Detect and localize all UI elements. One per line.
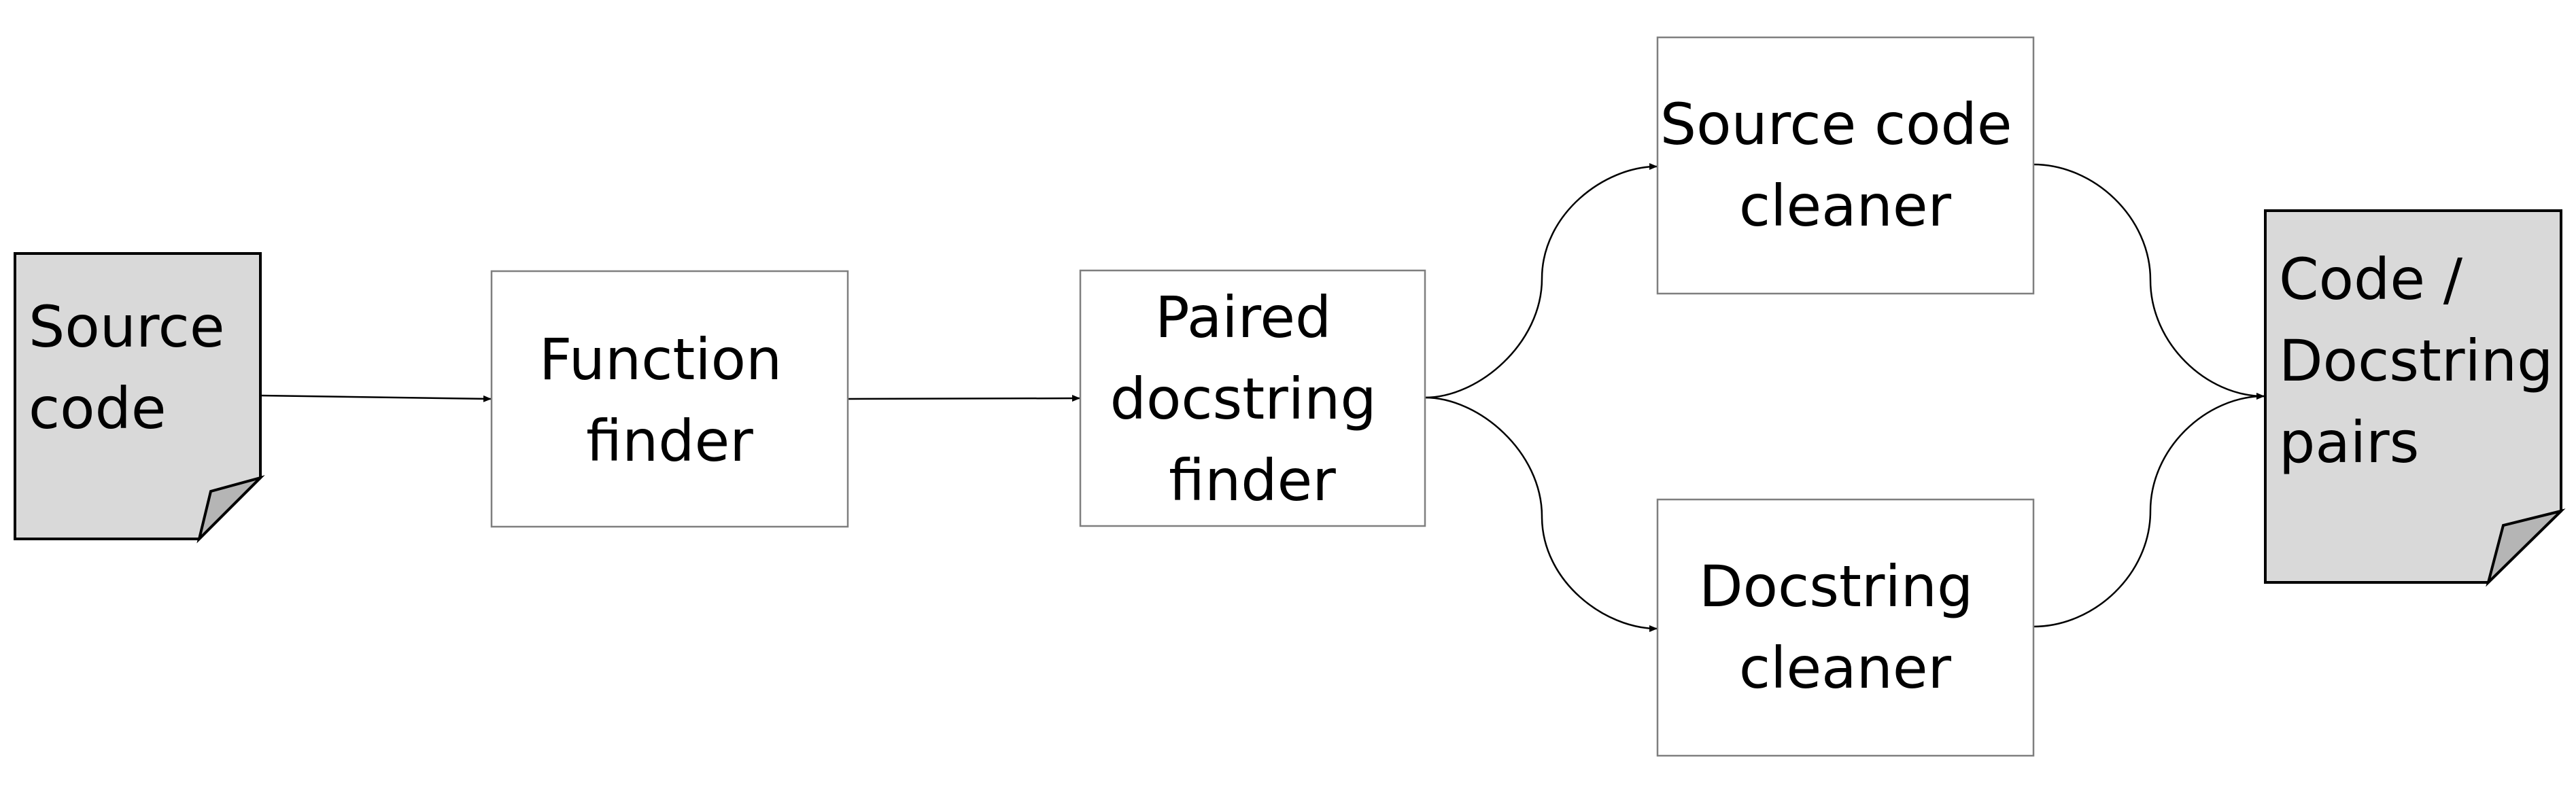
- paired-docstring-finder-label-line-3: finder: [1169, 447, 1336, 514]
- source-code-label-line-1: Source: [29, 294, 225, 360]
- source-code-label-line-2: code: [29, 375, 167, 442]
- edge-function-finder-to-paired-finder: [847, 395, 1080, 402]
- function-finder-label-line-1: Function: [539, 326, 782, 393]
- paired-docstring-finder-label-line-2: docstring: [1110, 366, 1377, 432]
- source-code-cleaner-box: Source code cleaner: [1656, 36, 2035, 295]
- code-docstring-pairs-label-line-3: pairs: [2279, 409, 2419, 476]
- edge-source-cleaner-to-pairs: [2033, 163, 2265, 400]
- function-finder-label: Function finder: [539, 326, 800, 474]
- source-code-cleaner-label-line-1: Source code: [1660, 91, 2012, 158]
- code-docstring-pairs-label-line-2: Docstring: [2279, 328, 2553, 394]
- source-code-cleaner-label: Source code cleaner: [1660, 91, 2030, 239]
- docstring-cleaner-box: Docstring cleaner: [1656, 498, 2035, 757]
- edge-paired-finder-to-source-cleaner: [1424, 163, 1658, 399]
- code-docstring-pairs-label: Code / Docstring pairs: [2279, 246, 2571, 476]
- paired-docstring-finder-label-line-1: Paired: [1155, 284, 1331, 351]
- function-finder-box: Function finder: [490, 270, 849, 528]
- code-docstring-pairs-label-line-1: Code /: [2279, 246, 2463, 313]
- docstring-cleaner-label: Docstring cleaner: [1699, 553, 1991, 701]
- docstring-cleaner-label-line-1: Docstring: [1699, 553, 1973, 620]
- docstring-cleaner-label-line-2: cleaner: [1739, 635, 1952, 701]
- paired-docstring-finder-box: Paired docstring finder: [1079, 269, 1426, 527]
- code-docstring-pairs-document: Code / Docstring pairs: [2264, 209, 2571, 587]
- edge-paired-finder-to-docstring-cleaner: [1424, 396, 1658, 632]
- source-code-label: Source code: [29, 294, 243, 442]
- edge-docstring-cleaner-to-pairs: [2033, 393, 2265, 628]
- source-code-document: Source code: [14, 252, 265, 544]
- edge-source-to-function-finder: [260, 394, 492, 402]
- source-code-cleaner-label-line-2: cleaner: [1739, 173, 1952, 239]
- function-finder-label-line-2: finder: [586, 408, 753, 474]
- edges: [260, 163, 2265, 632]
- paired-docstring-finder-label: Paired docstring finder: [1110, 284, 1395, 514]
